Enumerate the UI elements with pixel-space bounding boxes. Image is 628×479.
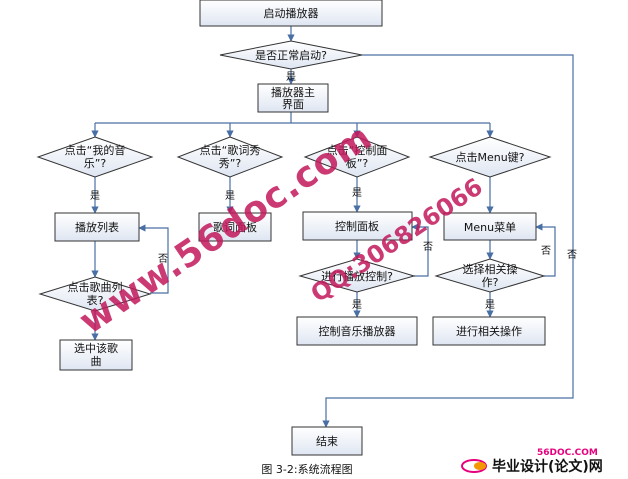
label-no-song-list: 否 (158, 253, 168, 265)
decision-select-op-line1: 选择相关操 (463, 262, 518, 276)
decision-control: 点击“控制面 板”? (303, 136, 411, 178)
label-yes-select-op: 是 (485, 299, 495, 311)
node-end: 结束 (291, 426, 363, 456)
decision-menu-key: 点击Menu键? (428, 136, 552, 178)
decision-ctrl-op: 进行播放控制? (298, 258, 416, 293)
decision-check-start: 是否正常启动? (219, 40, 363, 70)
figure-caption: 图 3-2:系统流程图 (261, 462, 352, 476)
node-playlist: 播放列表 (54, 212, 140, 242)
decision-control-line1: 点击“控制面 (327, 143, 388, 157)
logo-title: 毕业设计(论文)网 (492, 458, 603, 475)
node-control-music-label: 控制音乐播放器 (319, 324, 396, 338)
decision-lyrics: 点击“歌词秀 秀”? (176, 136, 284, 178)
decision-song-list: 点击歌曲列 表? (38, 276, 152, 312)
decision-select-op-line2: 作? (482, 276, 499, 289)
label-no-ctrl-op: 否 (423, 241, 433, 253)
decision-song-list-line2: 表? (87, 293, 104, 307)
node-playlist-label: 播放列表 (75, 220, 119, 234)
label-yes-start: 是 (286, 71, 296, 83)
decision-control-line2: 板”? (346, 156, 369, 170)
node-control-panel-label: 控制面板 (335, 219, 379, 233)
node-lyrics-show: 歌词面板 (198, 212, 272, 242)
logo-mark-icon (461, 459, 487, 473)
label-no-select-op: 否 (541, 245, 551, 257)
connectors (91, 26, 574, 428)
node-select-song-line2: 曲 (91, 355, 102, 368)
node-select-song-line1: 选中该歌 (74, 341, 118, 355)
decision-my-music: 点击“我的音 乐”? (36, 136, 154, 178)
node-select-song: 选中该歌 曲 (59, 339, 133, 371)
node-control-music: 控制音乐播放器 (296, 316, 418, 346)
decision-check-start-label: 是否正常启动? (255, 49, 327, 62)
node-start-label: 启动播放器 (264, 6, 319, 20)
label-yes-lyrics: 是 (225, 190, 235, 202)
decision-lyrics-line1: 点击“歌词秀 (200, 143, 261, 157)
node-control-panel: 控制面板 (302, 211, 413, 241)
node-do-op: 进行相关操作 (432, 316, 546, 346)
decision-select-op: 选择相关操 作? (434, 258, 546, 293)
node-menu-list: Menu菜单 (443, 212, 537, 241)
label-yes-ctrl-op: 是 (352, 299, 362, 311)
corner-logo: 56DOC.COM 毕业设计(论文)网 (461, 448, 603, 475)
logo-site-text: 56DOC.COM (537, 448, 598, 458)
node-main-ui: 播放器主 界面 (257, 83, 329, 113)
label-no-start: 否 (567, 249, 577, 261)
node-start: 启动播放器 (199, 0, 383, 27)
label-yes-control: 是 (352, 187, 362, 199)
label-yes-my-music: 是 (90, 190, 100, 202)
decision-menu-key-label: 点击Menu键? (455, 150, 524, 164)
decision-ctrl-op-label: 进行播放控制? (321, 269, 393, 283)
node-menu-list-label: Menu菜单 (464, 221, 516, 234)
decision-my-music-line2: 乐”? (84, 157, 107, 170)
decision-my-music-line1: 点击“我的音 (65, 143, 126, 157)
decision-song-list-line1: 点击歌曲列 (68, 280, 123, 294)
node-end-label: 结束 (316, 435, 338, 448)
node-main-ui-line2: 界面 (282, 98, 304, 111)
node-do-op-label: 进行相关操作 (456, 324, 522, 338)
node-main-ui-line1: 播放器主 (271, 85, 315, 99)
decision-lyrics-line2: 秀”? (219, 157, 242, 170)
node-lyrics-show-label: 歌词面板 (213, 220, 257, 234)
